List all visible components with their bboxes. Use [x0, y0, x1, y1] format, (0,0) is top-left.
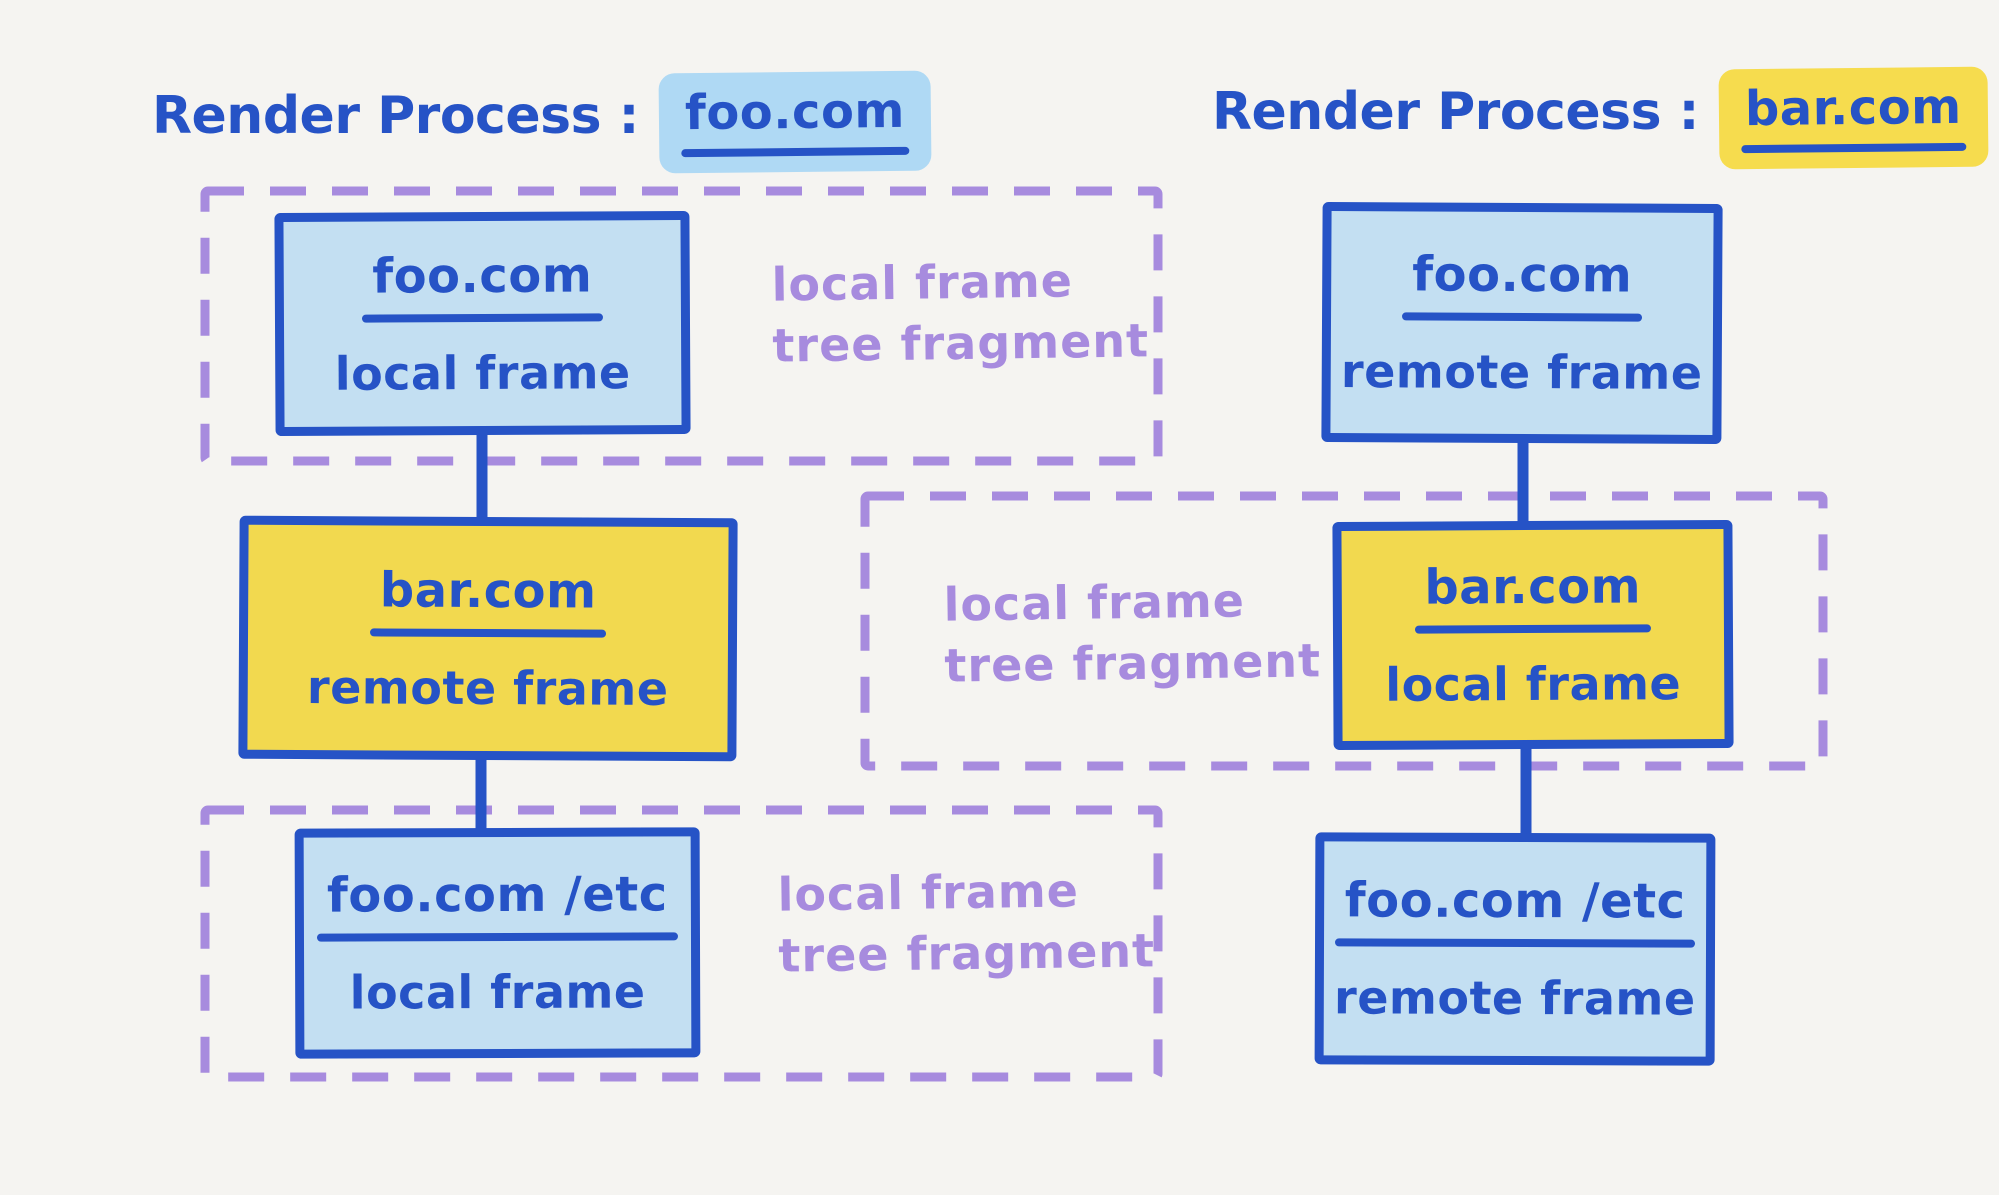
- node-right-bar-local-sitewrap: bar.com: [1414, 558, 1652, 634]
- node-right-foo-remote-underline: [1401, 312, 1643, 322]
- fragment-label-right-middle-line1: local frame: [943, 573, 1246, 632]
- node-right-bar-local-type: local frame: [1385, 656, 1682, 712]
- node-left-bar-remote: bar.com remote frame: [238, 515, 738, 762]
- node-left-fooetc-local-underline: [317, 932, 678, 942]
- fragment-outline-left-bottom: [200, 805, 1163, 1082]
- node-left-foo-local: foo.com local frame: [274, 210, 691, 437]
- process-title-left: Render Process : foo.com: [152, 70, 932, 174]
- node-left-bar-remote-sitewrap: bar.com: [369, 561, 607, 638]
- node-right-fooetc-remote-site: foo.com /etc: [1344, 872, 1686, 930]
- node-right-foo-remote-sitewrap: foo.com: [1401, 246, 1643, 322]
- process-title-right-highlight: bar.com: [1718, 66, 1989, 170]
- node-right-foo-remote-site: foo.com: [1412, 246, 1633, 304]
- fragment-label-left-top-line2: tree fragment: [772, 313, 1150, 373]
- process-title-right-prefix: Render Process :: [1212, 82, 1699, 142]
- process-title-left-underline: [681, 146, 910, 158]
- node-right-bar-local-site: bar.com: [1424, 558, 1642, 616]
- process-title-right: Render Process : bar.com: [1212, 66, 1989, 170]
- fragment-outline-right-middle: [860, 491, 1828, 771]
- process-title-right-site: bar.com: [1744, 78, 1962, 138]
- fragment-label-right-middle: local frame tree fragment: [943, 569, 1321, 696]
- node-left-bar-remote-site: bar.com: [379, 561, 597, 620]
- process-title-left-highlight: foo.com: [658, 70, 932, 174]
- node-right-bar-local: bar.com local frame: [1332, 519, 1734, 751]
- node-right-fooetc-remote: foo.com /etc remote frame: [1314, 832, 1716, 1066]
- fragment-outline-left-top: [200, 186, 1163, 466]
- fragment-label-left-top: local frame tree fragment: [771, 249, 1149, 376]
- process-title-left-site: foo.com: [684, 82, 906, 142]
- node-left-fooetc-local-type: local frame: [349, 964, 646, 1020]
- process-title-right-underline: [1741, 142, 1967, 154]
- node-right-fooetc-remote-underline: [1334, 938, 1696, 948]
- node-right-foo-remote: foo.com remote frame: [1321, 201, 1723, 445]
- node-left-foo-local-type: local frame: [334, 344, 631, 401]
- fragment-label-left-top-line1: local frame: [771, 253, 1074, 312]
- node-left-fooetc-local-site: foo.com /etc: [326, 866, 668, 924]
- node-left-foo-local-underline: [362, 312, 603, 323]
- node-left-bar-remote-underline: [369, 627, 607, 638]
- fragment-label-left-bottom-line1: local frame: [777, 863, 1080, 922]
- fragment-label-left-bottom-line2: tree fragment: [778, 923, 1156, 983]
- node-left-bar-remote-type: remote frame: [306, 659, 669, 716]
- node-right-foo-remote-type: remote frame: [1340, 344, 1703, 400]
- node-left-fooetc-local: foo.com /etc local frame: [294, 827, 701, 1059]
- node-right-bar-local-underline: [1414, 624, 1652, 634]
- node-right-fooetc-remote-type: remote frame: [1333, 970, 1696, 1026]
- node-left-foo-local-sitewrap: foo.com: [362, 246, 603, 323]
- fragment-label-left-bottom: local frame tree fragment: [777, 859, 1155, 986]
- node-left-fooetc-local-sitewrap: foo.com /etc: [317, 866, 678, 942]
- node-left-foo-local-site: foo.com: [372, 246, 593, 305]
- node-right-fooetc-remote-sitewrap: foo.com /etc: [1334, 872, 1696, 948]
- process-title-left-prefix: Render Process :: [152, 86, 639, 146]
- fragment-label-right-middle-line2: tree fragment: [944, 633, 1322, 693]
